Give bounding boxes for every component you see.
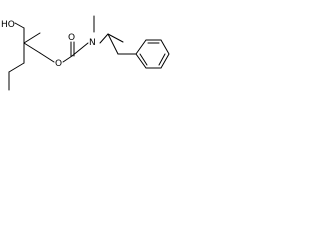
carbonyl-oxygen-label: O <box>68 33 75 43</box>
bond-ch2o-ester-oxygen <box>39 52 55 63</box>
bond-o-ch2 <box>14 22 25 29</box>
bond-methine-ch2 <box>107 33 119 55</box>
bond-methine-methyl <box>107 33 124 43</box>
bond-quaternary-methyl <box>23 32 41 44</box>
bond-ester-oxygen-carbonyl <box>62 55 73 63</box>
hydroxyl-label: HO <box>1 20 15 30</box>
phenyl-inner-bond-3 <box>139 53 148 66</box>
phenyl-inner-bond-2 <box>158 53 166 66</box>
molecule-structure: HO O O N <box>1 15 170 91</box>
bond-propyl-2 <box>8 62 25 73</box>
ester-oxygen-label: O <box>55 59 62 69</box>
nitrogen-label: N <box>89 38 96 48</box>
bond-carbonyl-nitrogen <box>71 42 89 57</box>
bond-quaternary-ch2o <box>23 42 41 54</box>
phenyl-ring <box>135 39 170 69</box>
bond-nitrogen-methine <box>99 33 109 44</box>
